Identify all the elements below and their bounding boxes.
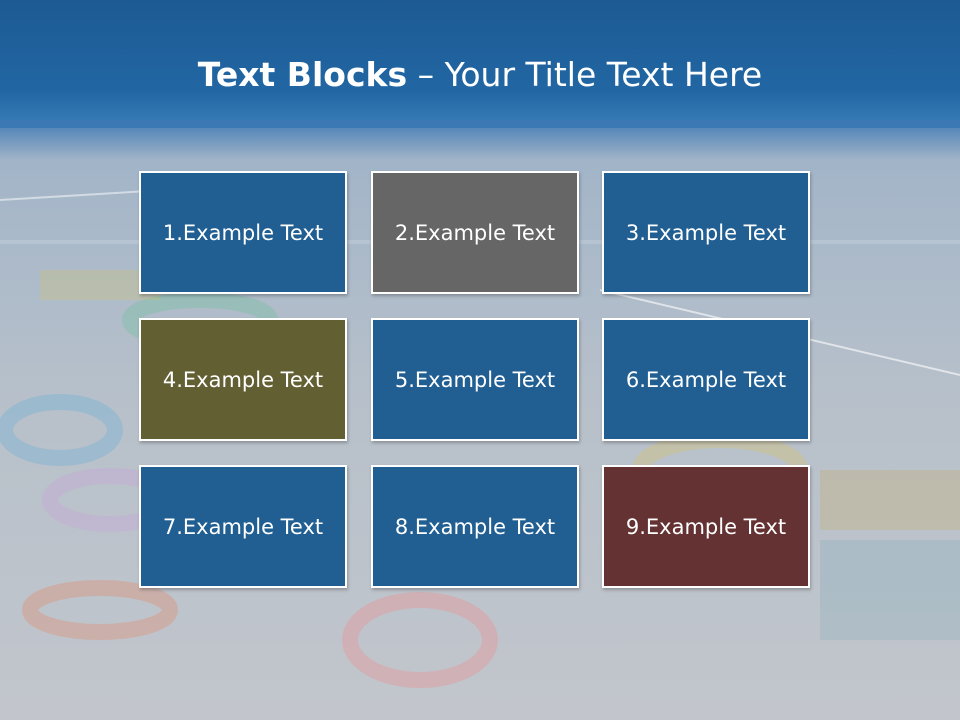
text-block-6[interactable]: 6.Example Text (602, 318, 810, 441)
text-block-7[interactable]: 7.Example Text (139, 465, 347, 588)
text-block-label: 1.Example Text (162, 220, 324, 245)
title-rest-text: Your Title Text Here (444, 55, 763, 94)
text-block-label: 9.Example Text (625, 514, 787, 539)
text-block-label: 2.Example Text (394, 220, 556, 245)
title-separator: – (417, 55, 435, 94)
text-block-label: 6.Example Text (625, 367, 787, 392)
text-block-5[interactable]: 5.Example Text (371, 318, 579, 441)
title-bar (0, 0, 960, 128)
text-block-label: 3.Example Text (625, 220, 787, 245)
text-block-label: 7.Example Text (162, 514, 324, 539)
text-block-9[interactable]: 9.Example Text (602, 465, 810, 588)
text-block-2[interactable]: 2.Example Text (371, 171, 579, 294)
text-block-label: 8.Example Text (394, 514, 556, 539)
text-block-3[interactable]: 3.Example Text (602, 171, 810, 294)
text-block-label: 5.Example Text (394, 367, 556, 392)
slide-title: Text Blocks – Your Title Text Here (0, 52, 960, 98)
title-bold-text: Text Blocks (197, 55, 408, 94)
text-block-4[interactable]: 4.Example Text (139, 318, 347, 441)
text-block-8[interactable]: 8.Example Text (371, 465, 579, 588)
title-bar-fade (0, 120, 960, 160)
text-block-label: 4.Example Text (162, 367, 324, 392)
text-block-1[interactable]: 1.Example Text (139, 171, 347, 294)
